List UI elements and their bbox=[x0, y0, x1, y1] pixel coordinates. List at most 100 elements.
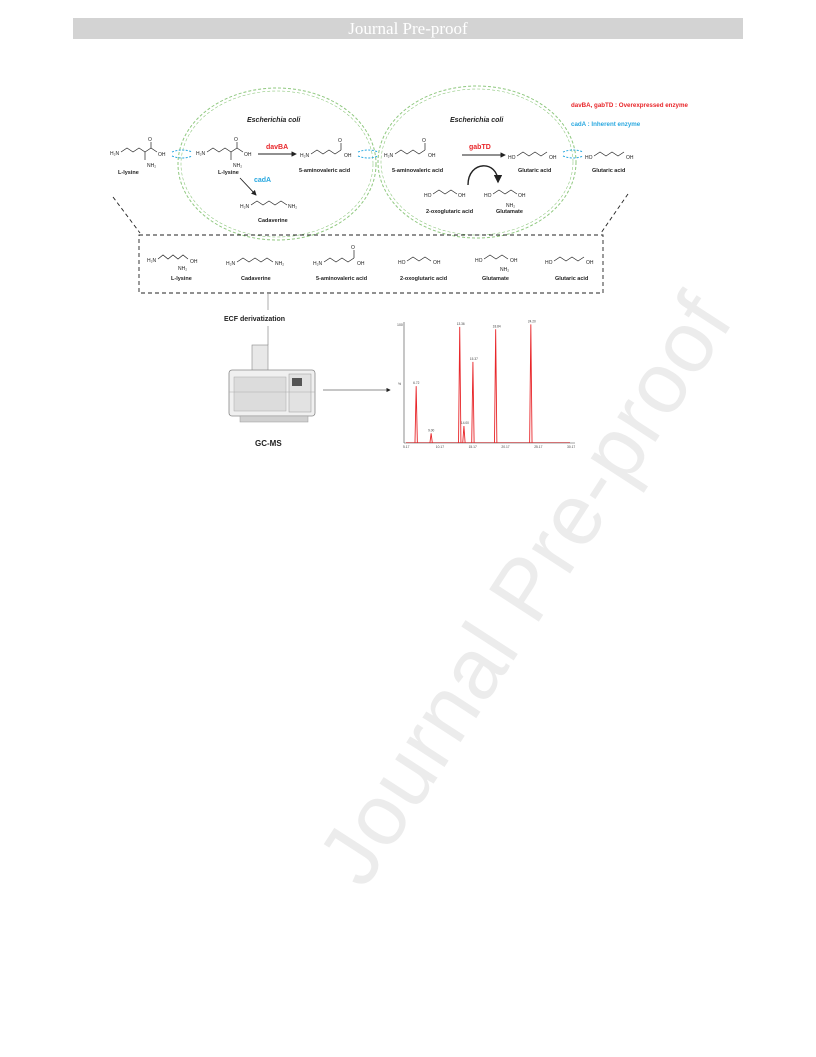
label-cadaverine-cell: Cadaverine bbox=[258, 218, 288, 224]
chart-peak-label-3: 14.00 bbox=[461, 421, 469, 425]
chart-peak-label-5: 18.84 bbox=[493, 324, 501, 328]
atom-ho: HO bbox=[545, 260, 553, 266]
cell-ellipse-2-inner bbox=[380, 88, 574, 236]
std-glutaric: HO OH Glutaric acid bbox=[545, 256, 594, 282]
step-gcms: GC-MS bbox=[255, 439, 282, 448]
std-label-5ava: 5-aminovaleric acid bbox=[316, 276, 367, 282]
atom-oh: OH bbox=[357, 261, 365, 267]
molecule-5ava-cell1: H₂N O OH 5-aminovaleric acid bbox=[299, 138, 352, 174]
atom-nh2: NH₂ bbox=[178, 266, 187, 272]
atom-o: O bbox=[351, 245, 355, 251]
atom-h2n: H₂N bbox=[147, 258, 157, 264]
chart-peak-label-4: 15.37 bbox=[470, 357, 478, 361]
atom-oh: OH bbox=[510, 258, 518, 264]
cell-ellipse-1-inner bbox=[180, 90, 374, 238]
journal-preproof-banner: Journal Pre-proof bbox=[73, 18, 743, 39]
std-cadaverine: H₂N NH₂ Cadaverine bbox=[226, 257, 284, 282]
std-glutamate: HO OH NH₂ Glutamate bbox=[475, 254, 518, 282]
std-5ava: H₂N O OH 5-aminovaleric acid bbox=[313, 245, 367, 282]
atom-nh2: NH₂ bbox=[147, 163, 156, 169]
atom-oh: OH bbox=[626, 155, 634, 161]
atom-oh: OH bbox=[458, 193, 466, 199]
label-5ava-cell2: 5-aminovaleric acid bbox=[392, 168, 443, 174]
std-2og: HO OH 2-oxoglutaric acid bbox=[398, 256, 447, 282]
enzyme-gabtd: gabTD bbox=[469, 144, 491, 151]
molecule-cadaverine-cell: H₂N NH₂ Cadaverine bbox=[240, 200, 297, 224]
atom-oh: OH bbox=[344, 153, 352, 159]
atom-h2n: H₂N bbox=[384, 153, 394, 159]
molecule-l-lysine-outside: H₂N O OH NH₂ L-lysine bbox=[110, 137, 166, 176]
molecule-glutaric-cell2: HO OH Glutaric acid bbox=[508, 151, 557, 174]
chart-peak-3 bbox=[462, 426, 466, 444]
cell-ellipse-1 bbox=[177, 87, 377, 241]
chart-peak-0 bbox=[414, 386, 418, 444]
atom-ho: HO bbox=[508, 155, 516, 161]
chart-y-tick-100: 100 bbox=[397, 323, 403, 327]
enzyme-davba: davBA bbox=[266, 144, 288, 151]
chart-peak-1 bbox=[429, 433, 433, 444]
molecule-5ava-cell2: H₂N O OH 5-aminovaleric acid bbox=[384, 138, 443, 174]
label-2og-cell2: 2-oxoglutaric acid bbox=[426, 209, 473, 215]
zoom-line-left bbox=[112, 196, 141, 234]
atom-h2n: H₂N bbox=[196, 151, 206, 157]
atom-oh: OH bbox=[244, 152, 252, 158]
step-derivatization: ECF derivatization bbox=[224, 316, 285, 323]
gcms-instrument-icon bbox=[228, 344, 316, 423]
chart-peak-2 bbox=[458, 326, 462, 444]
chart-peak-label-6: 24.20 bbox=[528, 319, 536, 323]
zoom-line-right bbox=[600, 193, 629, 234]
atom-o: O bbox=[234, 137, 238, 143]
chart-peak-5 bbox=[494, 329, 498, 444]
legend-overexpressed: davBA, gabTD : Overexpressed enzyme bbox=[571, 102, 688, 109]
atom-h2n: H₂N bbox=[313, 261, 323, 267]
molecule-glutamate-cell2: HO OH NH₂ Glutamate bbox=[484, 189, 526, 215]
arrow-cada bbox=[239, 177, 257, 196]
chart-x-tick-2: 15.17 bbox=[469, 445, 477, 449]
atom-o: O bbox=[338, 138, 342, 144]
label-glutaric-outside: Glutaric acid bbox=[592, 168, 625, 174]
atom-o: O bbox=[148, 137, 152, 143]
atom-h2n: H₂N bbox=[240, 204, 250, 210]
atom-oh: OH bbox=[158, 152, 166, 158]
cell-ellipse-2 bbox=[377, 85, 577, 239]
atom-nh2: NH₂ bbox=[288, 204, 297, 210]
atom-oh: OH bbox=[518, 193, 526, 199]
enzyme-cada: cadA bbox=[254, 177, 271, 184]
chart-x-tick-0: 5.17 bbox=[403, 445, 410, 449]
std-label-cadaverine: Cadaverine bbox=[241, 276, 271, 282]
atom-nh2: NH₂ bbox=[500, 267, 509, 273]
atom-h2n: H₂N bbox=[226, 261, 236, 267]
std-label-2og: 2-oxoglutaric acid bbox=[400, 276, 447, 282]
arrow-cosubstrate bbox=[467, 165, 503, 186]
atom-ho: HO bbox=[585, 155, 593, 161]
std-label-l-lysine: L-lysine bbox=[171, 276, 192, 282]
label-5ava-cell1: 5-aminovaleric acid bbox=[299, 168, 350, 174]
molecule-l-lysine-inside: H₂N O OH NH₂ L-lysine bbox=[196, 137, 252, 176]
transporter-arrows bbox=[171, 149, 584, 159]
standards-box bbox=[138, 234, 604, 294]
legend-inherent: cadA : Inherent enzyme bbox=[571, 121, 641, 128]
atom-o: O bbox=[422, 138, 426, 144]
atom-nh2: NH₂ bbox=[275, 261, 284, 267]
atom-h2n: H₂N bbox=[110, 151, 120, 157]
atom-oh: OH bbox=[549, 155, 557, 161]
atom-ho: HO bbox=[424, 193, 432, 199]
atom-oh: OH bbox=[428, 153, 436, 159]
atom-ho: HO bbox=[398, 260, 406, 266]
atom-h2n: H₂N bbox=[300, 153, 310, 159]
cell2-title: Escherichia coli bbox=[450, 117, 504, 124]
label-l-lysine-inside: L-lysine bbox=[218, 170, 239, 176]
atom-nh2: NH₂ bbox=[233, 163, 242, 169]
chart-peak-label-2: 13.36 bbox=[457, 322, 465, 326]
atom-ho: HO bbox=[475, 258, 483, 264]
chart-x-tick-4: 25.17 bbox=[534, 445, 542, 449]
chart-peak-4 bbox=[471, 361, 475, 444]
chart-x-tick-1: 10.17 bbox=[436, 445, 444, 449]
molecule-2og-cell2: HO OH 2-oxoglutaric acid bbox=[424, 189, 473, 215]
molecule-glutaric-outside: HO OH Glutaric acid bbox=[585, 151, 634, 174]
atom-oh: OH bbox=[433, 260, 441, 266]
chart-peak-label-0: 6.72 bbox=[413, 381, 419, 385]
label-glutamate-cell2: Glutamate bbox=[496, 209, 523, 215]
atom-ho: HO bbox=[484, 193, 492, 199]
